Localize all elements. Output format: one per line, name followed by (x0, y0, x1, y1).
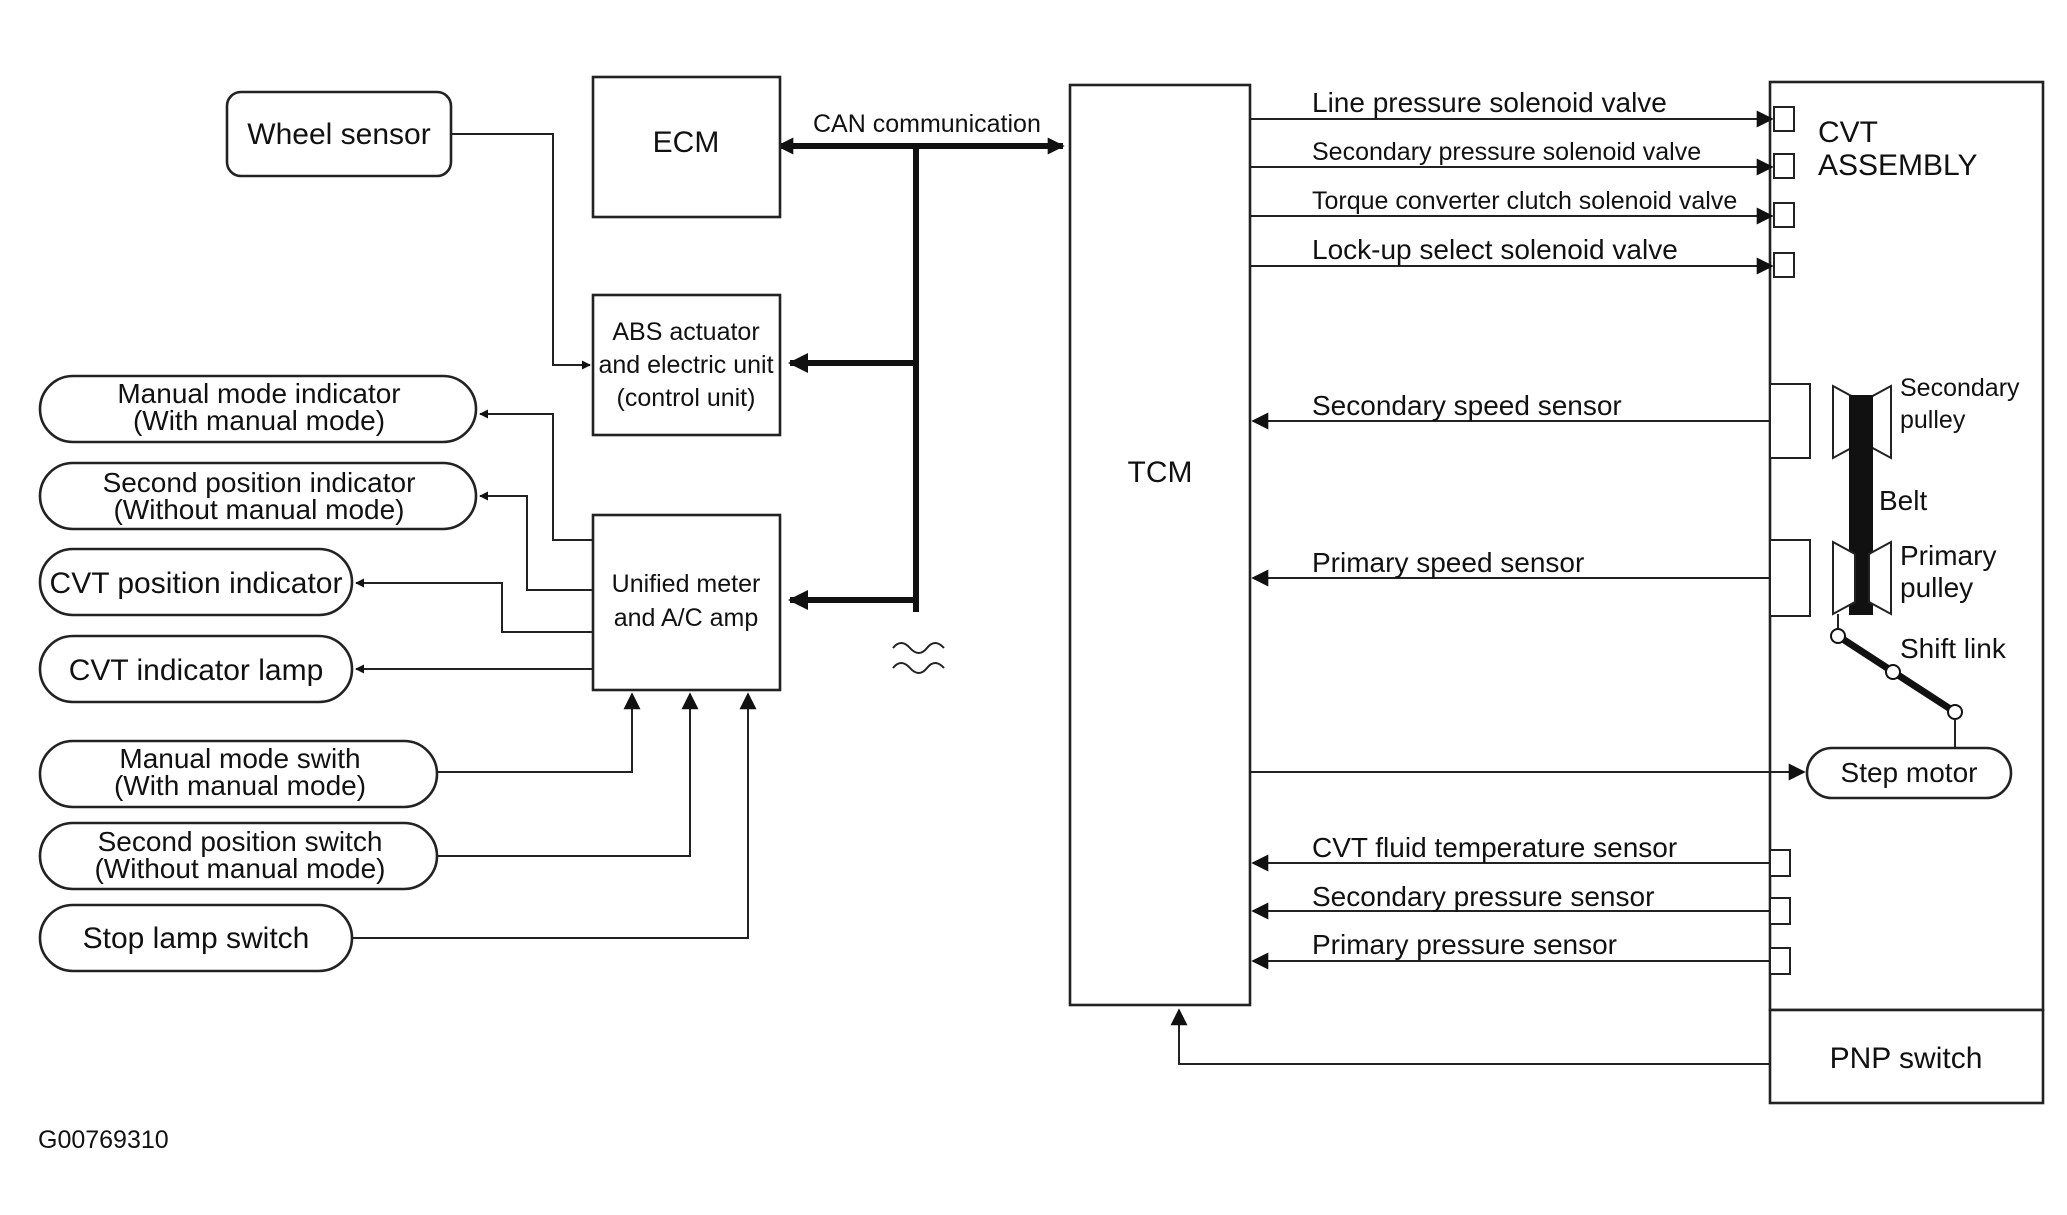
manual-mode-switch-line-2: (With manual mode) (114, 770, 366, 801)
shift-link-pivot-1 (1830, 628, 1846, 644)
second-position-switch-to-meter-wire (437, 692, 699, 857)
primary-pressure-sensor-label: Primary pressure sensor (1312, 929, 1617, 960)
unified-meter-label-line-1: Unified meter (612, 570, 761, 598)
manual-mode-switch: Manual mode swith (With manual mode) (38, 739, 439, 809)
secondary-pulley-label-line-1: Secondary (1900, 374, 2020, 402)
belt-label: Belt (1879, 485, 1927, 516)
second-position-indicator-line-2: (Without manual mode) (113, 494, 404, 525)
cvt-assembly-block: CVT ASSEMBLY (1768, 80, 2045, 1012)
unified-meter-box (591, 513, 782, 692)
cvt-fluid-temperature-sensor-port (1769, 849, 1791, 877)
abs-label-line-1: ABS actuator (612, 318, 759, 346)
bus-continuation-mark-2 (892, 662, 945, 674)
cvt-position-indicator: CVT position indicator (38, 547, 354, 617)
stop-lamp-switch-to-meter-wire (352, 692, 757, 939)
unified-meter-block: Unified meter and A/C amp (591, 513, 782, 692)
abs-label-line-2: and electric unit (598, 351, 773, 379)
secondary-pressure-solenoid-port (1773, 153, 1795, 179)
tcm-label: TCM (1128, 456, 1193, 489)
pnp-switch-box (1768, 1008, 2045, 1105)
primary-pulley-label-line-1: Primary (1900, 540, 1996, 571)
line-pressure-solenoid-port (1773, 106, 1795, 132)
lockup-select-solenoid-label: Lock-up select solenoid valve (1312, 234, 1678, 265)
cvt-position-indicator-pill (38, 547, 354, 617)
primary-speed-sensor-label: Primary speed sensor (1312, 547, 1584, 578)
manual-mode-indicator-line-2: (With manual mode) (133, 405, 385, 436)
shift-link-pivot-3 (1947, 704, 1963, 720)
pnp-switch-label: PNP switch (1830, 1042, 1983, 1075)
second-position-switch: Second position switch (Without manual m… (38, 821, 439, 891)
lockup-select-solenoid-port (1773, 252, 1795, 278)
secondary-pulley-label-line-2: pulley (1900, 406, 1966, 434)
shift-link-label: Shift link (1900, 633, 2007, 664)
meter-to-manual-mode-indicator-wire (479, 409, 593, 541)
figure-id: G00769310 (38, 1126, 169, 1154)
stop-lamp-switch-label: Stop lamp switch (83, 922, 310, 955)
secondary-pressure-sensor-label: Secondary pressure sensor (1312, 881, 1654, 912)
stop-lamp-switch: Stop lamp switch (38, 903, 354, 973)
pnp-switch-block: PNP switch (1768, 1008, 2045, 1105)
primary-speed-sensor-port (1769, 539, 1811, 617)
primary-pulley-label-line-2: pulley (1900, 572, 1973, 603)
second-position-indicator-line-1: Second position indicator (103, 467, 416, 498)
meter-to-second-position-indicator-wire (479, 491, 593, 591)
abs-label-line-3: (control unit) (617, 384, 756, 412)
second-position-indicator-pill (38, 461, 478, 531)
pulley-mechanism (1830, 384, 1963, 756)
secondary-pressure-solenoid-label: Secondary pressure solenoid valve (1312, 138, 1701, 166)
cvt-assembly-label-line-2: ASSEMBLY (1818, 149, 1978, 182)
pnp-switch-to-tcm-wire (1170, 1008, 1770, 1065)
step-motor-block: Step motor (1805, 746, 2013, 800)
ecm-label: ECM (653, 126, 720, 159)
step-motor-pill (1805, 746, 2013, 800)
secondary-speed-sensor-label: Secondary speed sensor (1312, 390, 1622, 421)
manual-mode-indicator: Manual mode indicator (With manual mode) (38, 374, 478, 444)
secondary-speed-sensor-port (1769, 383, 1811, 459)
manual-mode-switch-pill (38, 739, 439, 809)
wheel-sensor-label: Wheel sensor (247, 118, 430, 151)
solenoid-valves (1773, 106, 1795, 278)
cvt-position-indicator-label: CVT position indicator (50, 567, 343, 600)
cvt-indicator-lamp-pill (38, 634, 354, 704)
can-bus (776, 137, 1065, 674)
line-pressure-solenoid-label: Line pressure solenoid valve (1312, 87, 1667, 118)
primary-pulley-left-sheave (1832, 540, 1856, 616)
manual-mode-indicator-pill (38, 374, 478, 444)
wheel-sensor-to-abs-wire (451, 133, 591, 370)
cvt-indicator-lamp-label: CVT indicator lamp (69, 654, 324, 687)
can-communication-label: CAN communication (813, 110, 1041, 138)
cvt-assembly-label-line-1: CVT (1818, 116, 1878, 149)
unified-meter-label-line-2: and A/C amp (614, 604, 759, 632)
step-motor-label: Step motor (1841, 757, 1978, 788)
shift-link-pivot-2 (1885, 664, 1901, 680)
torque-converter-solenoid-label: Torque converter clutch solenoid valve (1312, 187, 1737, 215)
torque-converter-solenoid-port (1773, 202, 1795, 228)
primary-pressure-sensor-port (1769, 947, 1791, 975)
cvt-indicator-lamp: CVT indicator lamp (38, 634, 354, 704)
abs-box (591, 293, 782, 437)
second-position-indicator: Second position indicator (Without manua… (38, 461, 478, 531)
manual-mode-switch-line-1: Manual mode swith (119, 743, 360, 774)
meter-to-cvt-position-indicator-wire (355, 578, 593, 633)
bus-continuation-mark (892, 642, 945, 654)
second-position-switch-line-1: Second position switch (98, 826, 383, 857)
abs-block: ABS actuator and electric unit (control … (591, 293, 782, 437)
cvt-fluid-temperature-sensor-label: CVT fluid temperature sensor (1312, 832, 1677, 863)
primary-pulley-right-sheave (1868, 540, 1892, 616)
tcm-block: TCM (1068, 83, 1252, 1007)
ecm-box (591, 75, 782, 219)
cvt-assembly-box (1768, 80, 2045, 1012)
manual-mode-indicator-line-1: Manual mode indicator (117, 378, 400, 409)
wheel-sensor-block: Wheel sensor (225, 90, 453, 178)
ecm-block: ECM (591, 75, 782, 219)
secondary-pressure-sensor-port (1769, 897, 1791, 925)
second-position-switch-line-2: (Without manual mode) (94, 853, 385, 884)
manual-mode-switch-to-meter-wire (437, 692, 641, 773)
tcm-box (1068, 83, 1252, 1007)
